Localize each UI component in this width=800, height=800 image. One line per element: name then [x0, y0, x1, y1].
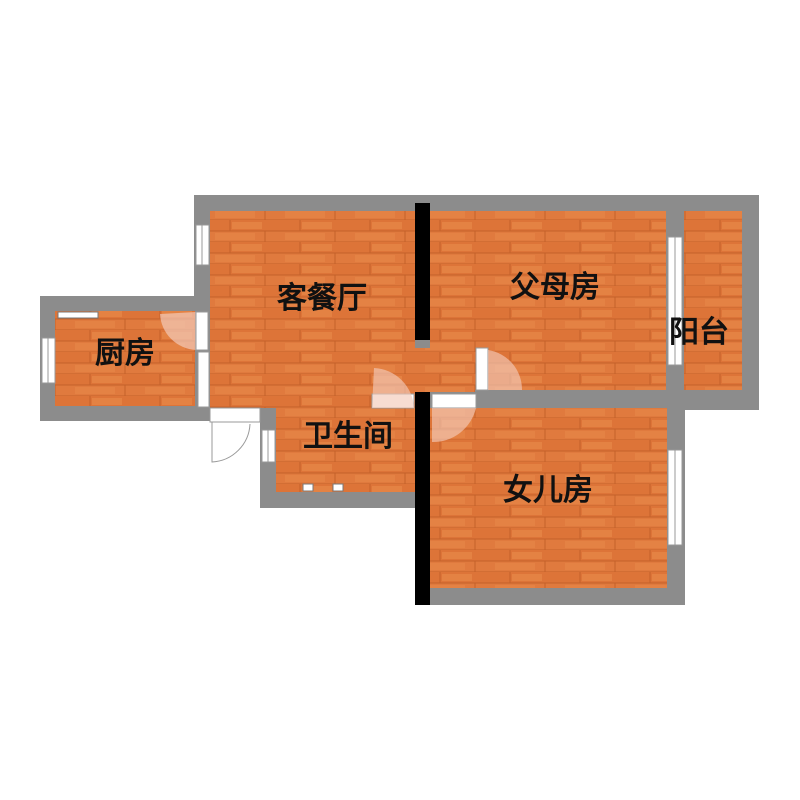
window-icon	[197, 351, 210, 408]
toilet-fixture-icon	[302, 483, 314, 492]
stove-fixture-icon	[57, 311, 99, 319]
door-swing-icon	[372, 368, 414, 408]
room-label-living: 客餐厅	[277, 281, 367, 316]
floor-bathroom	[276, 408, 415, 492]
black-wall-upper	[415, 203, 430, 340]
floors	[55, 211, 742, 588]
room-labels: 客餐厅 父母房 阳台 厨房 卫生间 女儿房	[95, 270, 729, 508]
floor-parents	[430, 211, 666, 390]
toilet-fixture-icon	[332, 483, 344, 492]
door-swing-icon	[488, 348, 523, 390]
floor-daughter	[430, 408, 667, 588]
doors	[160, 311, 523, 463]
windows	[41, 224, 683, 546]
black-wall-lower	[415, 392, 430, 605]
floor-balcony	[684, 211, 742, 390]
room-label-kitchen: 厨房	[95, 336, 155, 371]
door-swing-icon	[432, 408, 476, 443]
door-swing-icon	[211, 422, 251, 463]
room-label-balcony: 阳台	[669, 315, 729, 350]
fixtures	[57, 311, 344, 492]
room-label-daughter: 女儿房	[503, 473, 593, 508]
room-label-parents: 父母房	[510, 270, 600, 305]
room-label-bathroom: 卫生间	[303, 419, 393, 454]
door-swing-icon	[160, 312, 196, 350]
